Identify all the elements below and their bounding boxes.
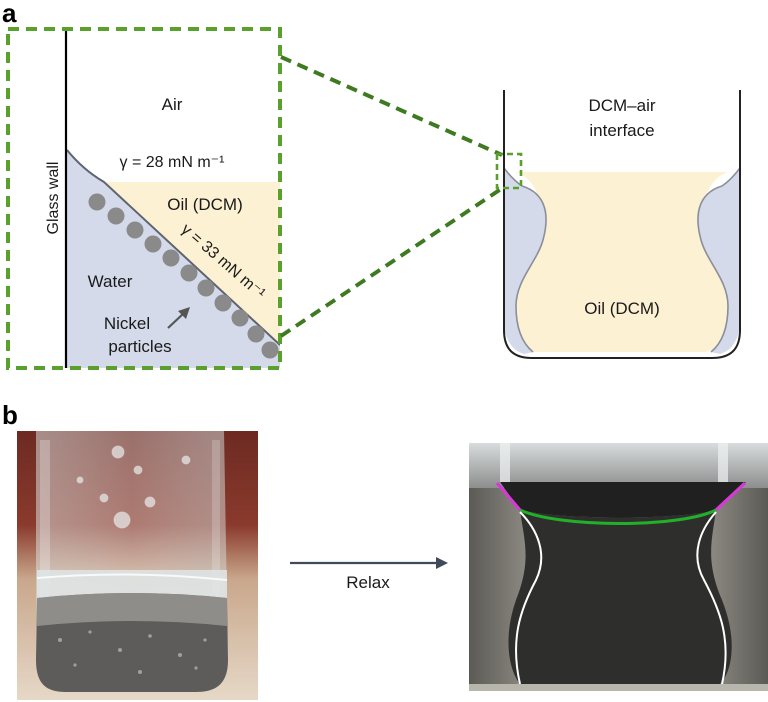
beaker-oil-region [508,172,736,352]
oil-water-interface-line [66,149,280,346]
beaker-zoom-box [495,152,523,190]
inset-dashed-border [6,27,282,370]
beaker-diagram [495,90,741,359]
relax-label: Relax [346,573,390,592]
beaker-oil-label: Oil (DCM) [584,299,660,318]
dcm-air-interface-label-line1: DCM–air [588,96,655,115]
beaker-wall [503,90,741,359]
white-outline-right [696,511,727,685]
photo-before-relax [17,431,258,700]
zoom-line-top [280,55,503,157]
nickel-particles [88,193,279,359]
nickel-particles-label-line1: Nickel [104,314,150,333]
zoom-line-bottom [279,185,506,338]
air-label: Air [162,95,183,114]
water-label: Water [88,272,133,291]
magenta-contact-right [714,481,747,512]
glass-wall-label: Glass wall [45,162,62,235]
magenta-contact-left [495,481,522,512]
green-interface-curve [519,508,717,525]
dcm-air-interface-label-line2: interface [589,121,654,140]
panel-a-letter: a [2,0,17,28]
gamma-dcm-air-label: γ = 28 mN m⁻¹ [120,154,225,171]
beaker-water-right [697,168,740,354]
beaker-water-left [504,168,547,354]
inset-oil-label: Oil (DCM) [167,195,243,214]
relax-arrow [290,557,448,569]
particles-pointer-arrow [167,307,190,329]
white-outline-left [514,511,543,685]
interface-inset [8,29,280,368]
panel-b-letter: b [2,400,18,430]
nickel-particles-label-line2: particles [108,337,171,356]
photo-after-relax [469,443,768,691]
